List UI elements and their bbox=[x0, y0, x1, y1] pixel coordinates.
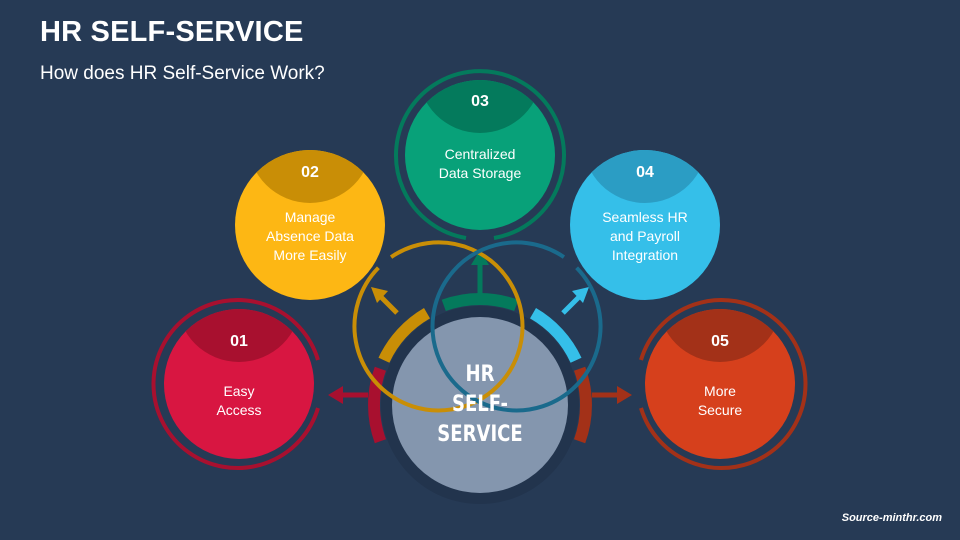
page-subtitle: How does HR Self-Service Work? bbox=[40, 63, 325, 84]
arc-segment-03 bbox=[441, 293, 519, 311]
arc-segment-02 bbox=[378, 308, 430, 363]
step-circle-02 bbox=[235, 150, 525, 413]
step-circle-04 bbox=[430, 150, 720, 413]
arc-segment-04 bbox=[530, 308, 582, 363]
central-hub bbox=[381, 306, 579, 504]
step-circle-03 bbox=[394, 69, 566, 240]
arrow-04 bbox=[561, 287, 589, 315]
arrow-03 bbox=[471, 250, 489, 300]
connector-arrows bbox=[328, 250, 632, 404]
step-label-01: Easy Access bbox=[216, 383, 262, 418]
step-label-03: Centralized Data Storage bbox=[438, 146, 522, 181]
step-number-05: 05 bbox=[711, 333, 729, 350]
hub-label: HR SELF-SERVICE bbox=[437, 362, 523, 447]
step-circle-05 bbox=[639, 298, 808, 470]
arrow-05 bbox=[592, 386, 632, 404]
step-number-01: 01 bbox=[230, 333, 248, 350]
step-number-04: 04 bbox=[636, 164, 654, 181]
step-label-02: Manage Absence Data More Easily bbox=[266, 209, 354, 263]
arrow-01 bbox=[328, 386, 368, 404]
step-label-05: More Secure bbox=[697, 383, 743, 418]
arrow-02 bbox=[371, 287, 399, 315]
step-label-04: Seamless HR and Payroll Integration bbox=[602, 209, 688, 263]
source-credit: Source-minthr.com bbox=[841, 512, 942, 524]
step-number-02: 02 bbox=[301, 164, 319, 181]
step-number-03: 03 bbox=[471, 93, 489, 110]
page-title: HR SELF-SERVICE bbox=[40, 16, 304, 48]
step-circle-01 bbox=[151, 298, 320, 470]
